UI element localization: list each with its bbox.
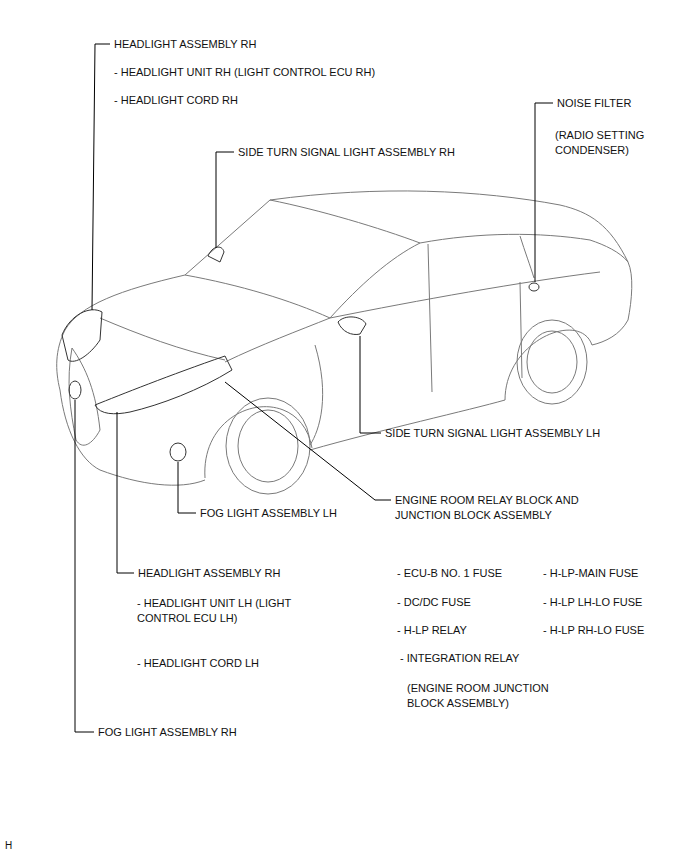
part-label: - H-LP-MAIN FUSE	[543, 566, 638, 581]
part-label: SIDE TURN SIGNAL LIGHT ASSEMBLY RH	[238, 145, 455, 160]
part-label: FOG LIGHT ASSEMBLY RH	[98, 725, 237, 740]
part-label: HEADLIGHT ASSEMBLY RH	[114, 37, 256, 52]
part-label: - HEADLIGHT CORD LH	[137, 656, 259, 671]
part-label: - HEADLIGHT UNIT RH (LIGHT CONTROL ECU R…	[114, 65, 375, 80]
part-label: FOG LIGHT ASSEMBLY LH	[200, 506, 337, 521]
leader-lines	[75, 44, 553, 732]
part-label: - HEADLIGHT UNIT LH (LIGHT CONTROL ECU L…	[137, 596, 317, 626]
part-label: NOISE FILTER	[557, 96, 631, 111]
part-label: - INTEGRATION RELAY	[400, 651, 519, 666]
part-label: ENGINE ROOM RELAY BLOCK AND JUNCTION BLO…	[395, 493, 605, 523]
part-label: H	[5, 838, 12, 852]
part-label: - H-LP RELAY	[397, 623, 467, 638]
part-label: (RADIO SETTING CONDENSER)	[555, 128, 667, 158]
part-label: (ENGINE ROOM JUNCTION BLOCK ASSEMBLY)	[407, 681, 572, 711]
part-label: - HEADLIGHT CORD RH	[114, 93, 238, 108]
part-label: SIDE TURN SIGNAL LIGHT ASSEMBLY LH	[385, 426, 600, 441]
part-label: HEADLIGHT ASSEMBLY RH	[138, 566, 280, 581]
part-label: - H-LP LH-LO FUSE	[543, 595, 642, 610]
part-label: - ECU-B NO. 1 FUSE	[397, 566, 502, 581]
part-label: - H-LP RH-LO FUSE	[543, 623, 644, 638]
part-label: - DC/DC FUSE	[397, 595, 471, 610]
